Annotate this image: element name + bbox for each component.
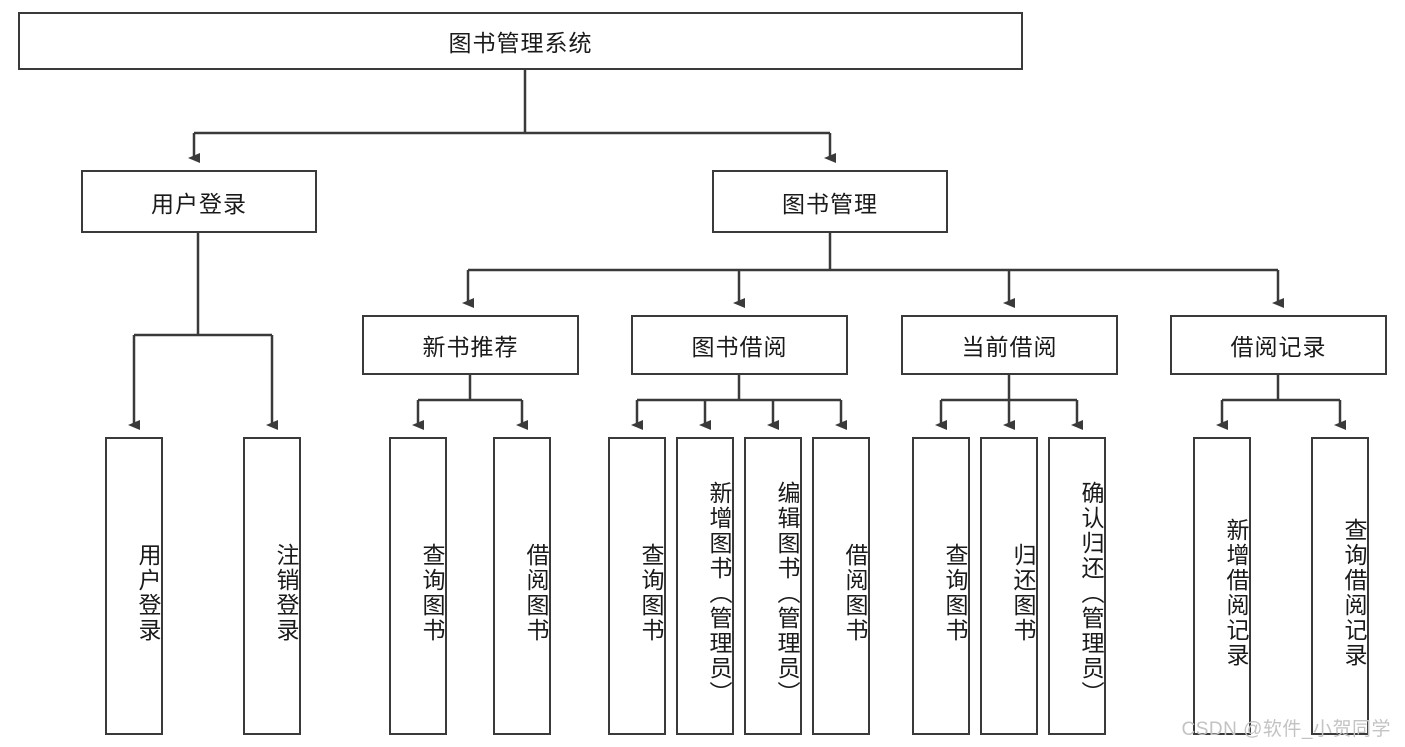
leaf-user-login-logout[interactable]: 注销登录 [243,437,301,735]
leaf-label: 注销登录 [273,543,299,643]
leaf-label: 新增图书（管理员） [706,480,732,706]
node-root-label: 图书管理系统 [448,30,593,56]
leaf-label: 查询图书 [638,543,664,643]
leaf-user-login-login[interactable]: 用户登录 [105,437,163,735]
node-current-borrow-label: 当前借阅 [961,334,1058,360]
leaf-label: 查询图书 [419,543,445,643]
watermark: CSDN @软件_小贺同学 [1181,719,1391,740]
leaf-record-add-record[interactable]: 新增借阅记录 [1193,437,1251,735]
leaf-label: 新增借阅记录 [1223,518,1249,668]
node-current-borrow[interactable]: 当前借阅 [901,315,1118,375]
node-book-borrow-label: 图书借阅 [691,334,788,360]
node-book-management[interactable]: 图书管理 [712,170,948,233]
leaf-label: 查询图书 [942,543,968,643]
leaf-label: 用户登录 [135,543,161,643]
node-root[interactable]: 图书管理系统 [18,12,1023,70]
leaf-recommend-borrow-book[interactable]: 借阅图书 [493,437,551,735]
leaf-label: 借阅图书 [523,543,549,643]
leaf-borrow-borrow-book[interactable]: 借阅图书 [812,437,870,735]
node-new-book-recommend-label: 新书推荐 [422,334,519,360]
leaf-label: 查询借阅记录 [1341,518,1367,668]
leaf-current-return-book[interactable]: 归还图书 [980,437,1038,735]
node-book-management-label: 图书管理 [782,190,878,217]
leaf-label: 归还图书 [1010,543,1036,643]
leaf-record-query-record[interactable]: 查询借阅记录 [1311,437,1369,735]
leaf-label: 借阅图书 [842,543,868,643]
node-new-book-recommend[interactable]: 新书推荐 [362,315,579,375]
leaf-label: 编辑图书（管理员） [774,480,800,706]
leaf-borrow-edit-book[interactable]: 编辑图书（管理员） [744,437,802,735]
node-user-login[interactable]: 用户登录 [81,170,317,233]
leaf-current-confirm-return[interactable]: 确认归还（管理员） [1048,437,1106,735]
leaf-borrow-query-book[interactable]: 查询图书 [608,437,666,735]
leaf-borrow-add-book[interactable]: 新增图书（管理员） [676,437,734,735]
node-book-borrow[interactable]: 图书借阅 [631,315,848,375]
node-borrow-record[interactable]: 借阅记录 [1170,315,1387,375]
leaf-label: 确认归还（管理员） [1078,480,1104,706]
node-user-login-label: 用户登录 [151,190,247,217]
leaf-recommend-query-book[interactable]: 查询图书 [389,437,447,735]
node-borrow-record-label: 借阅记录 [1230,334,1327,360]
leaf-current-query-book[interactable]: 查询图书 [912,437,970,735]
